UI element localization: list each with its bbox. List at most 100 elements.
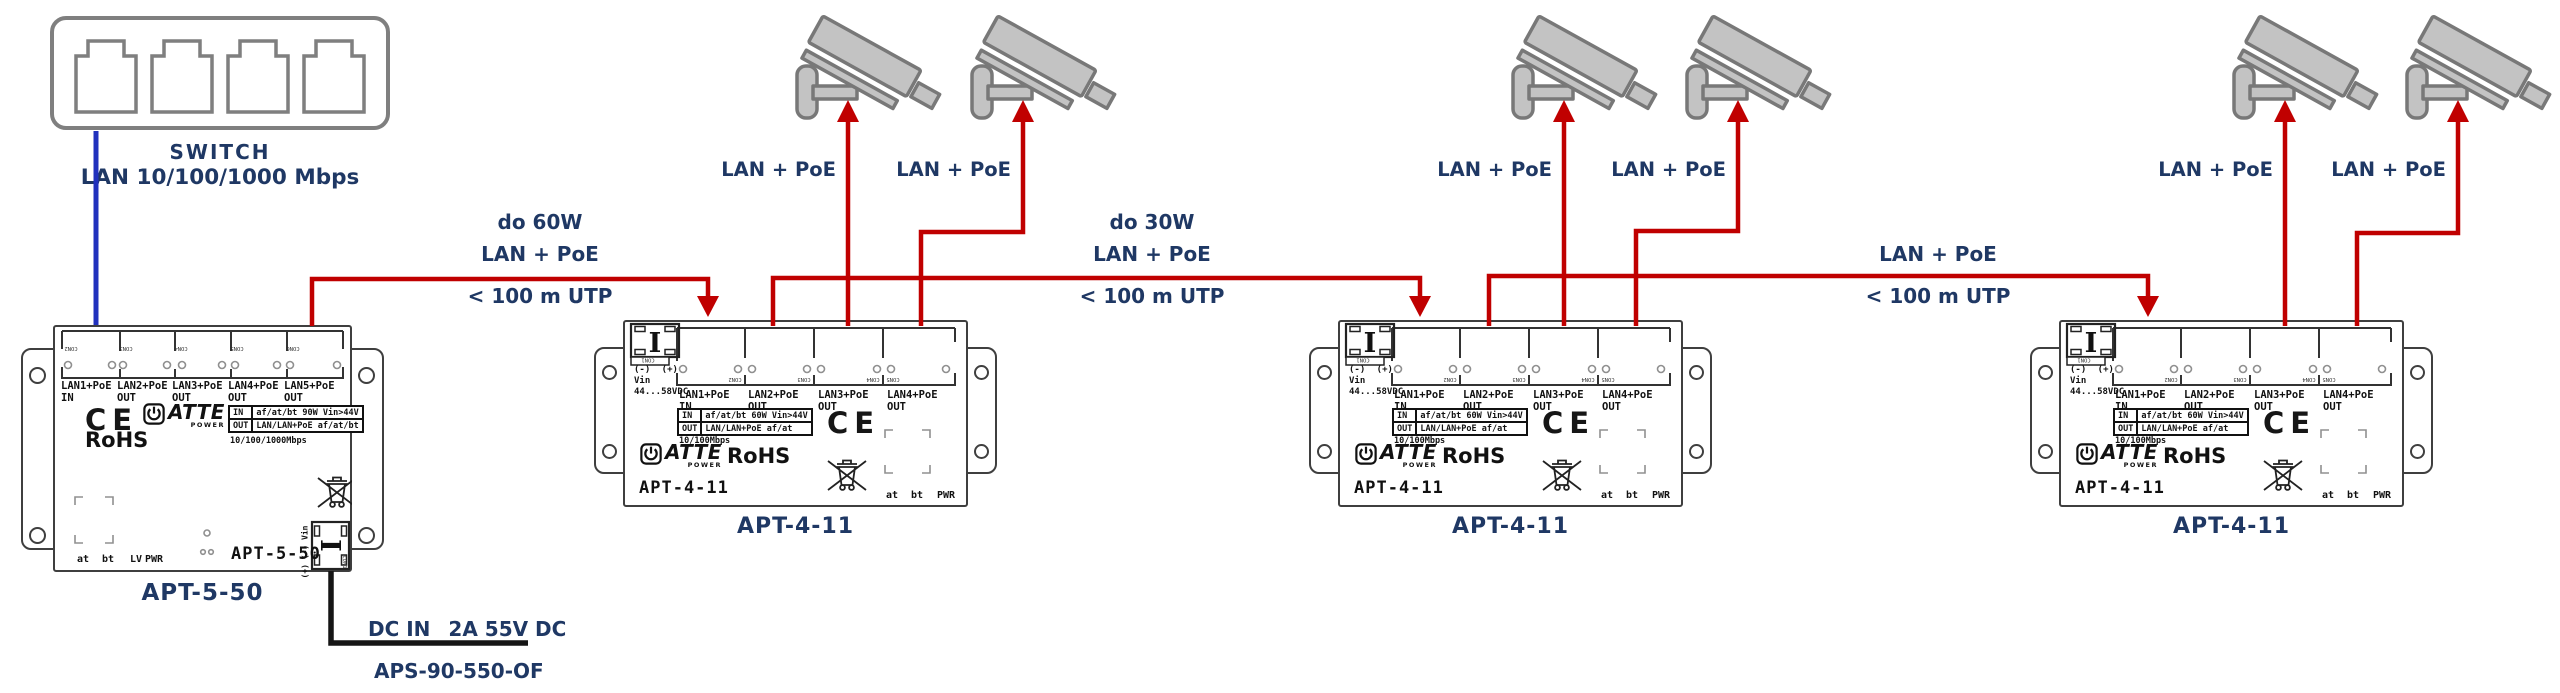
screw-hole bbox=[29, 527, 46, 544]
camera4-arrowhead bbox=[1727, 100, 1749, 122]
power-icon bbox=[2076, 443, 2098, 465]
psu-input-specs: (-) (+) Vin 44...58VDC bbox=[634, 365, 689, 397]
svg-text:CON1: CON1 bbox=[341, 555, 347, 568]
screw-hole bbox=[2038, 365, 2053, 380]
link2-arrowhead bbox=[1409, 296, 1431, 317]
led-label-pwr: PWR bbox=[1652, 490, 1671, 501]
screw-hole bbox=[2410, 365, 2425, 380]
led-label-at: at bbox=[1601, 490, 1614, 501]
dc-input-connector-icon: I CON1 bbox=[2065, 322, 2117, 366]
camera4-line bbox=[1633, 118, 1741, 326]
led-label-pwr: PWR bbox=[937, 490, 956, 501]
switch-device bbox=[50, 16, 390, 130]
ce-mark: CE bbox=[1542, 406, 1596, 440]
apt-4-11-device-2: I CON1 CON2 CON3 CON4 CON5 (-) (+) Vin 4… bbox=[1309, 320, 1712, 507]
camera1-arrowhead bbox=[837, 100, 859, 122]
link3-arrowhead bbox=[2137, 296, 2159, 317]
svg-text:CON4: CON4 bbox=[174, 345, 188, 351]
link1-power-label: do 60W bbox=[497, 210, 583, 234]
svg-text:CON2: CON2 bbox=[64, 345, 77, 351]
mounting-ear bbox=[350, 348, 384, 550]
svg-text:I: I bbox=[2085, 328, 2098, 359]
camera2-line bbox=[918, 118, 1026, 326]
camera3-arrowhead bbox=[1553, 100, 1575, 122]
led-label-bt: bt bbox=[2347, 490, 2360, 501]
svg-text:CON3: CON3 bbox=[1512, 376, 1525, 382]
device-body bbox=[53, 325, 352, 572]
camera6-arrowhead bbox=[2447, 100, 2469, 122]
speed-label: 10/100/1000Mbps bbox=[230, 436, 307, 446]
apt-4-11-caption-2: APT-4-11 bbox=[1451, 514, 1570, 539]
camera2-arrowhead bbox=[1012, 100, 1034, 122]
screw-hole bbox=[602, 365, 617, 380]
svg-text:CON2: CON2 bbox=[2164, 376, 2177, 382]
device-model-label: APT-4-11 bbox=[2075, 478, 2165, 498]
link1-arrowhead bbox=[697, 296, 719, 317]
camera4-feed-label: LAN + PoE bbox=[1611, 158, 1726, 181]
apt-4-11-caption-1: APT-4-11 bbox=[736, 514, 855, 539]
ce-mark: CE bbox=[2263, 406, 2317, 440]
apt-5-50-caption: APT-5-50 bbox=[141, 580, 264, 606]
screw-hole bbox=[974, 444, 989, 459]
rohs-mark: RoHS bbox=[2163, 444, 2227, 468]
device-graphics: CON2 CON3 CON4 CON5 CON6 I CON1 bbox=[61, 330, 352, 571]
svg-text:CON1: CON1 bbox=[1356, 357, 1369, 363]
svg-text:CON4: CON4 bbox=[866, 376, 880, 382]
led-label-at: at bbox=[886, 490, 899, 501]
mounting-ear bbox=[2402, 347, 2433, 474]
weee-bin-icon bbox=[317, 476, 352, 508]
led-label-bt: bt bbox=[102, 554, 115, 565]
camera1-feed-label: LAN + PoE bbox=[721, 158, 836, 181]
cctv-camera-icon bbox=[2405, 14, 2558, 127]
svg-text:CON4: CON4 bbox=[1581, 376, 1595, 382]
screw-hole bbox=[2038, 444, 2053, 459]
led-label-bt: bt bbox=[911, 490, 924, 501]
screw-hole bbox=[2410, 444, 2425, 459]
cctv-camera-icon bbox=[2232, 14, 2385, 127]
weee-bin-icon bbox=[1542, 459, 1582, 491]
svg-text:CON3: CON3 bbox=[2233, 376, 2246, 382]
svg-text:CON5: CON5 bbox=[230, 345, 243, 351]
cctv-camera-icon bbox=[1511, 14, 1664, 127]
svg-text:I: I bbox=[1364, 328, 1377, 359]
device-model-label: APT-5-50 bbox=[231, 544, 321, 564]
camera5-arrowhead bbox=[2274, 100, 2296, 122]
power-icon bbox=[640, 443, 662, 465]
mounting-ear bbox=[1309, 347, 1340, 474]
svg-text:CON5: CON5 bbox=[1601, 376, 1614, 382]
svg-text:CON4: CON4 bbox=[2302, 376, 2316, 382]
apt-5-50-device: CON2 CON3 CON4 CON5 CON6 I CON1 LAN1+ bbox=[21, 325, 384, 579]
rj45-ports-icon bbox=[74, 39, 366, 114]
camera3-feed-label: LAN + PoE bbox=[1437, 158, 1552, 181]
cctv-camera-icon bbox=[970, 14, 1123, 127]
device-model-label: APT-4-11 bbox=[1354, 478, 1444, 498]
led-label-pwr: PWR bbox=[145, 554, 164, 565]
rohs-mark: RoHS bbox=[727, 444, 791, 468]
link1-medium-label: LAN + PoE bbox=[481, 242, 599, 266]
speed-label: 10/100Mbps bbox=[1394, 436, 1446, 446]
svg-text:I: I bbox=[314, 539, 345, 552]
camera6-feed-label: LAN + PoE bbox=[2331, 158, 2446, 181]
led-label-at: at bbox=[2322, 490, 2335, 501]
svg-text:CON1: CON1 bbox=[2077, 357, 2090, 363]
dc-input-connector-icon: I CON1 bbox=[310, 520, 351, 571]
link2-distance-label: < 100 m UTP bbox=[1079, 284, 1225, 308]
link3-medium-label: LAN + PoE bbox=[1879, 242, 1997, 266]
